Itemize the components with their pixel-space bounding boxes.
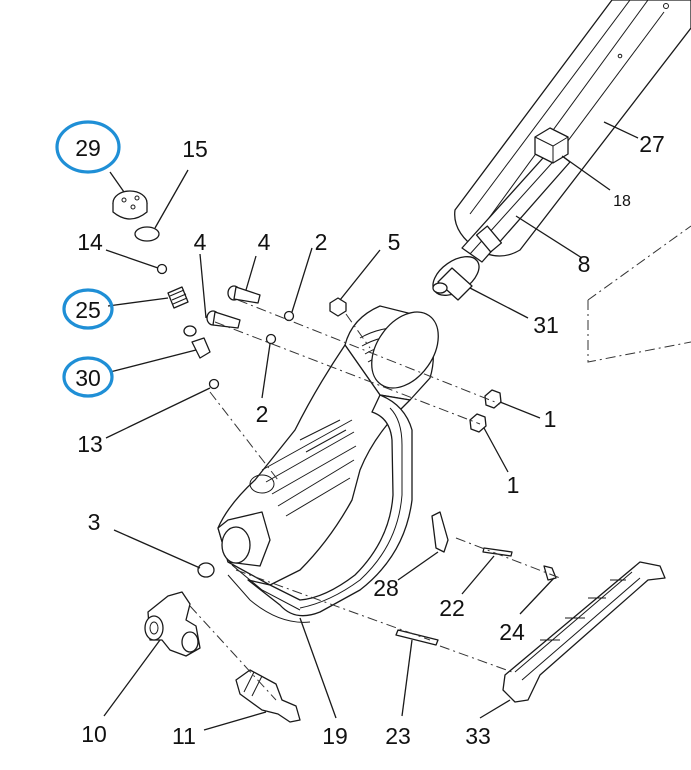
label-33: 33	[465, 723, 491, 749]
label-31: 31	[533, 312, 559, 338]
highlight-circle-30	[62, 356, 114, 398]
label-25: 25	[75, 297, 101, 323]
label-4b: 4	[258, 229, 271, 255]
label-18: 18	[613, 193, 631, 210]
handle-body-part-19	[217, 305, 439, 623]
pin-part-23	[395, 629, 439, 646]
label-10: 10	[81, 721, 107, 747]
highlight-circle-29	[55, 120, 121, 174]
label-8: 8	[578, 251, 591, 277]
spring-part-25	[167, 286, 189, 309]
label-13: 13	[77, 431, 103, 457]
coupling-part-31	[432, 256, 480, 301]
inner-tube-part-8	[461, 127, 571, 263]
seal-part-3	[197, 562, 215, 578]
trigger-part-33	[502, 561, 666, 703]
leader-lines	[103, 121, 639, 731]
washer-part-2a	[283, 310, 295, 322]
label-19: 19	[322, 723, 348, 749]
label-1a: 1	[544, 406, 557, 432]
label-2b: 2	[256, 401, 269, 427]
latch-part-28	[431, 511, 449, 553]
label-29: 29	[75, 135, 101, 161]
washer-part-13	[208, 378, 220, 390]
elbow-part-10	[144, 591, 201, 657]
label-28: 28	[373, 575, 399, 601]
label-23: 23	[385, 723, 411, 749]
label-24: 24	[499, 619, 525, 645]
screw-part-4a	[227, 285, 261, 304]
o-ring-part-15	[134, 226, 160, 242]
label-3: 3	[88, 509, 101, 535]
label-2a: 2	[315, 229, 328, 255]
clip-part-24	[543, 565, 557, 581]
label-27: 27	[639, 131, 665, 157]
highlight-circle-25	[62, 288, 114, 330]
label-4a: 4	[194, 229, 207, 255]
pin-part-22	[482, 547, 513, 557]
label-5: 5	[388, 229, 401, 255]
label-22: 22	[439, 595, 465, 621]
cap-part-29	[112, 190, 148, 220]
bolt-part-5	[329, 297, 347, 317]
label-14: 14	[77, 229, 103, 255]
plug-fitting-part-11	[235, 669, 301, 723]
label-15: 15	[182, 136, 208, 162]
washer-part-14	[156, 263, 168, 275]
label-1b: 1	[507, 472, 520, 498]
washer-part-2b	[265, 333, 277, 345]
label-30: 30	[75, 365, 101, 391]
valve-pin-part-30	[183, 325, 211, 359]
assembly-axis-lines	[189, 225, 691, 701]
label-11: 11	[172, 723, 196, 749]
